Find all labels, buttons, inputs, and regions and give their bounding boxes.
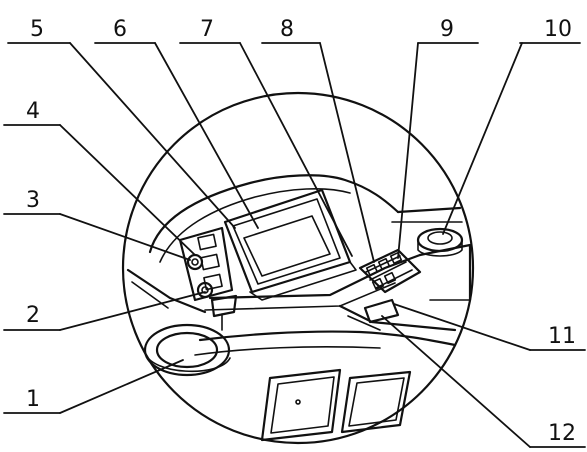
callout-labels: 5 6 7 8 9 10 4 3 2 1 11 12 [26,17,576,446]
detail-circle [121,91,475,445]
callout-4: 4 [26,99,40,124]
console-body [126,174,472,356]
display-screen [223,188,357,301]
cup-holder [143,323,231,377]
callout-2: 2 [26,303,40,328]
key-switch [210,294,238,331]
round-switch [416,227,464,257]
indicator-knob-lower [196,281,214,299]
switch-cluster [358,248,422,324]
button-panel [178,226,234,302]
indicator-knob-upper [186,253,204,271]
callout-12: 12 [548,421,576,446]
callout-9: 9 [440,17,454,42]
button-top [197,233,217,251]
callout-11: 11 [548,324,576,349]
callout-7: 7 [200,17,214,42]
callout-8: 8 [280,17,294,42]
callout-6: 6 [113,17,127,42]
callout-5: 5 [30,17,44,42]
callout-3: 3 [26,188,40,213]
button-middle [200,253,220,271]
leader-lines [3,42,586,448]
callout-1: 1 [26,387,40,412]
floor-vents [260,368,412,442]
callout-10: 10 [544,17,572,42]
